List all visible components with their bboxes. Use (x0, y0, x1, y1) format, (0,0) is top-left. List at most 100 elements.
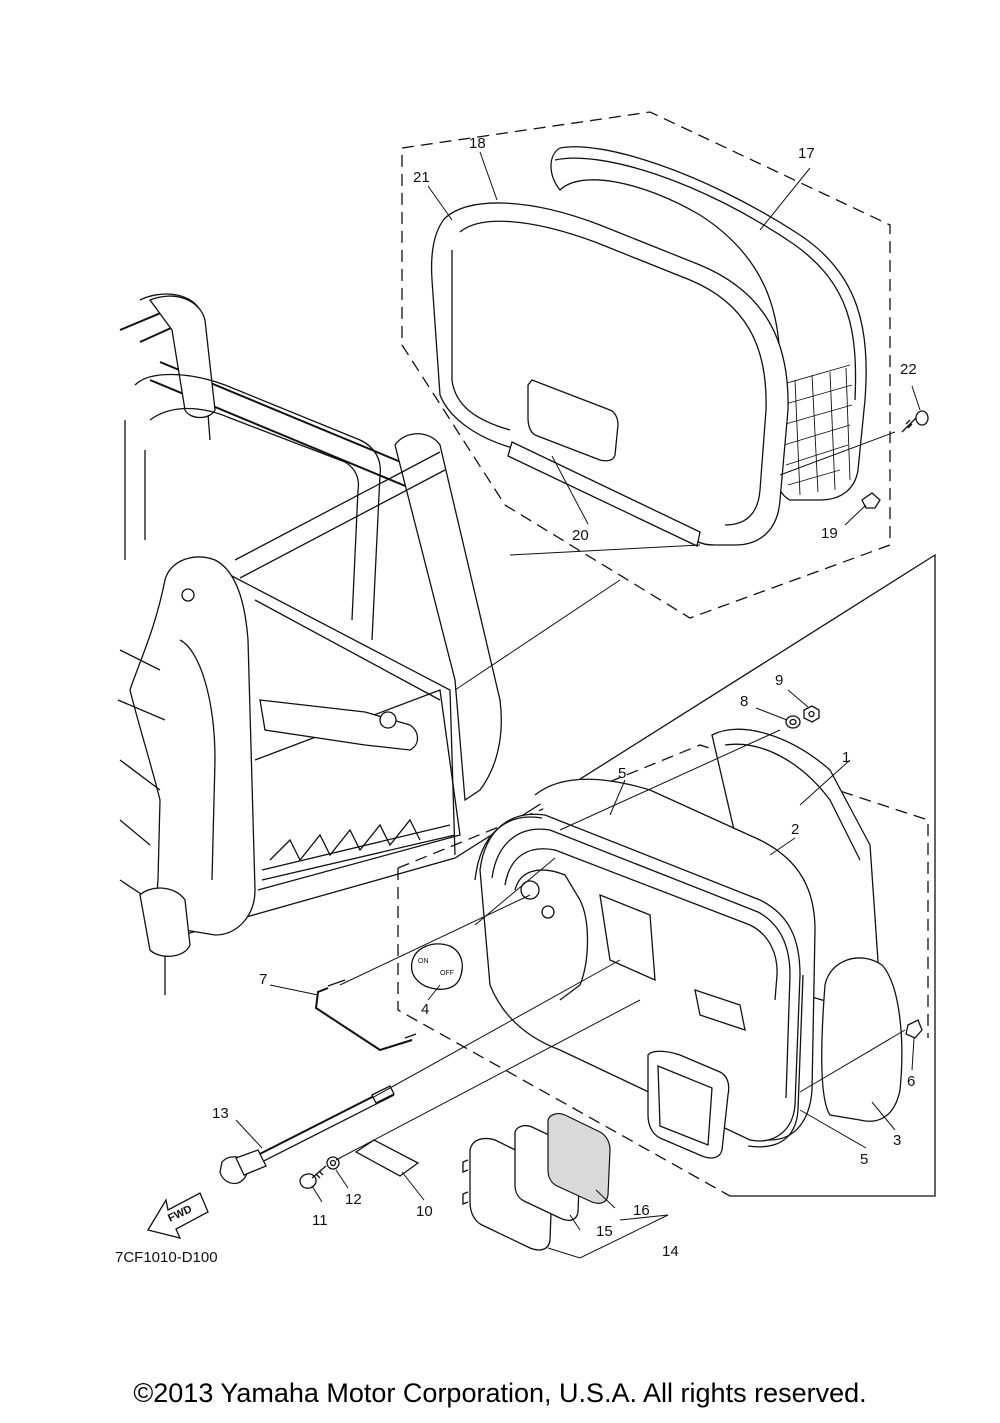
part-label-16: 16 (633, 1202, 650, 1219)
clip-19 (861, 492, 881, 509)
generator-frame (117, 293, 502, 957)
rod-path (339, 894, 531, 986)
frame-engine-mount (259, 699, 419, 751)
frame-lower-rail (261, 824, 456, 881)
part-label-5b: 5 (860, 1151, 868, 1168)
case-1-recess-inner (657, 1065, 713, 1146)
frame-left-upright (148, 295, 216, 419)
leader-7 (269, 984, 319, 996)
lower-assembly-boundary-left (397, 868, 731, 1197)
leader-6b (799, 1029, 906, 1093)
part-label-17: 17 (798, 145, 815, 162)
small-parts: FWD (146, 979, 611, 1251)
screw-22 (901, 410, 929, 433)
leader-14 (547, 1214, 669, 1259)
leader-9 (787, 689, 809, 708)
case-1 (479, 813, 801, 1142)
part-label-9: 9 (775, 672, 783, 689)
part-label-4: 4 (421, 1001, 429, 1018)
washer-8 (785, 715, 801, 729)
frame-diagonal-braces (269, 818, 421, 862)
leader-4 (427, 984, 441, 1001)
leader-16 (595, 1189, 616, 1209)
leader-lines (235, 151, 921, 1259)
leader-22b (779, 431, 896, 476)
part-label-8: 8 (740, 693, 748, 710)
leader-22 (911, 385, 921, 411)
leader-cable-guide (474, 857, 556, 926)
part-label-5a: 5 (618, 765, 626, 782)
frame-front-handle (129, 556, 256, 936)
knob-on-label: ON (418, 958, 429, 965)
part-label-1: 1 (842, 749, 850, 766)
washer-12 (326, 1156, 340, 1170)
leader-10 (401, 1171, 425, 1201)
filter-frame-21 (430, 202, 789, 546)
leader-12 (335, 1169, 349, 1189)
filter-cover-rim (554, 157, 857, 401)
part-label-19: 19 (821, 525, 838, 542)
filter-frame-slot (527, 379, 619, 462)
frame-right-ring (229, 574, 456, 856)
filter-frame-inner (459, 220, 767, 526)
element-2-inner (724, 743, 861, 861)
leader-19 (844, 504, 867, 526)
filter-cover-grid (779, 364, 853, 496)
filter-frame-inner-2 (451, 250, 511, 431)
fwd-arrow: FWD (146, 1192, 209, 1239)
filter-cover-assembly (430, 146, 929, 547)
leader-17 (759, 167, 811, 231)
part-label-12: 12 (345, 1191, 362, 1208)
copyright-notice: ©2013 Yamaha Motor Corporation, U.S.A. A… (133, 1378, 867, 1408)
upper-assembly-boundary (401, 111, 891, 619)
frame-rear-ring-inner (149, 407, 360, 621)
part-label-18: 18 (469, 135, 486, 152)
pad-10 (354, 1139, 420, 1177)
nut-9 (803, 705, 820, 723)
frame-rear-ring-2 (124, 420, 146, 560)
frame-to-filter (454, 579, 621, 691)
rod-7-tip (327, 979, 417, 1039)
frame-cross-tube (234, 451, 446, 579)
part-label-14: 14 (662, 1243, 679, 1260)
frame-handle-hole (181, 588, 195, 602)
part-label-13: 13 (212, 1105, 229, 1122)
screw-path (335, 999, 641, 1161)
cable-path (371, 959, 621, 1099)
leader-14b (619, 1214, 669, 1221)
part-label-10: 10 (416, 1203, 433, 1220)
cover-14-tabs (462, 1159, 469, 1205)
leader-15 (569, 1214, 581, 1231)
case-1-rim (491, 828, 791, 1099)
leader-21 (427, 185, 453, 221)
foam-16 (547, 1113, 611, 1204)
leader-11 (311, 1185, 323, 1203)
part-label-22: 22 (900, 361, 917, 378)
leader-5a (609, 779, 626, 816)
case-1-inner-rim (504, 848, 778, 1001)
part-label-2: 2 (791, 821, 799, 838)
rod-7 (314, 987, 413, 1052)
part-label-21: 21 (413, 169, 430, 186)
leader-2 (769, 837, 796, 856)
case-to-washer (559, 729, 781, 831)
leader-20 (551, 455, 589, 525)
case-1-interior (514, 869, 589, 1001)
leader-6 (911, 1037, 915, 1071)
frame-rear-ring (134, 373, 381, 641)
frame-base-rail (117, 649, 166, 901)
part-label-7: 7 (259, 971, 267, 988)
frame-mount-bolt (379, 711, 397, 729)
frame-handle-inner (179, 639, 216, 881)
gasket-5-front (474, 816, 804, 1148)
part-label-6: 6 (907, 1073, 915, 1090)
frame-foot (139, 887, 191, 957)
leader-3 (871, 1101, 896, 1131)
part-label-20: 20 (572, 527, 589, 544)
frame-right-upright (394, 433, 502, 802)
knob-off-label: OFF (440, 970, 454, 977)
part-label-15: 15 (596, 1223, 613, 1240)
screw-11 (299, 1165, 327, 1189)
